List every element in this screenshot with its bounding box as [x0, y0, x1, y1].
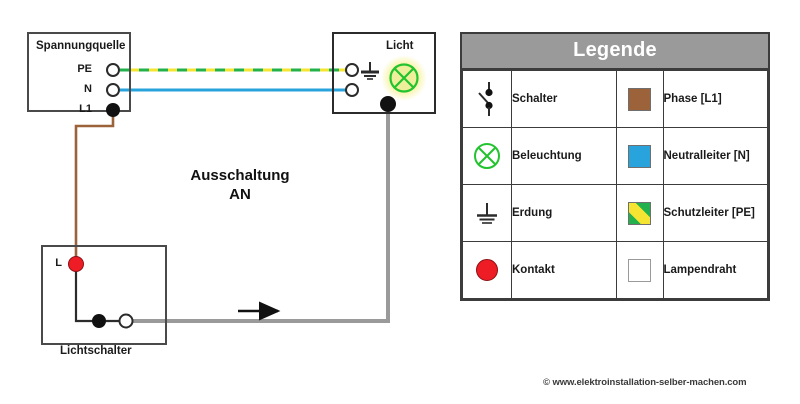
- legend-swatch-label: Phase [L1]: [662, 70, 768, 128]
- terminal-label-n: N: [84, 83, 92, 95]
- source-box-title: Spannungquelle: [36, 40, 126, 52]
- terminal-l1[interactable]: [106, 103, 120, 117]
- footer-credit: © www.elektroinstallation-selber-machen.…: [543, 377, 747, 388]
- switch-contact-in[interactable]: [92, 314, 106, 328]
- legend-symbol-label: Kontakt: [511, 241, 617, 299]
- earth-icon: [361, 62, 379, 80]
- switch-internal-conductor: [74, 264, 126, 323]
- legend-symbol-label: Erdung: [511, 184, 617, 242]
- switch-box: [41, 245, 167, 345]
- switch-icon: [474, 80, 500, 118]
- terminal-label-l1: L1: [79, 103, 92, 115]
- legend-row: Schalter Phase [L1]: [462, 70, 768, 128]
- contact-icon: [474, 257, 500, 283]
- legend-row: Beleuchtung Neutralleiter [N]: [462, 127, 768, 185]
- neutral-swatch-icon: [628, 144, 651, 168]
- legend-table: Schalter Phase [L1]: [462, 70, 768, 299]
- legend-row: Kontakt Lampendraht: [462, 241, 768, 299]
- legend-swatch-label: Lampendraht: [662, 241, 768, 299]
- lamp-icon: [381, 55, 427, 101]
- lamp-wire-swatch-icon: [628, 258, 651, 282]
- legend-swatch-label: Neutralleiter [N]: [662, 127, 768, 185]
- legend-symbol-label: Beleuchtung: [511, 127, 617, 185]
- legend-swatch-cell: [615, 70, 664, 128]
- legend-row: Erdung Schutzleiter [PE]: [462, 184, 768, 242]
- phase-swatch-icon: [628, 87, 651, 111]
- light-box: [332, 32, 436, 114]
- switch-box-title: Lichtschalter: [60, 345, 132, 357]
- terminal-pe[interactable]: [106, 63, 120, 77]
- diagram-title-line1: Ausschaltung: [190, 167, 290, 184]
- switch-contact-label: L: [55, 257, 62, 269]
- source-box: [27, 32, 131, 112]
- wire-lamp: [126, 113, 390, 323]
- light-terminal-n[interactable]: [345, 83, 359, 97]
- diagram-title-line2: AN: [229, 186, 251, 203]
- legend-swatch-cell: [615, 241, 664, 299]
- wire-phase: [74, 110, 115, 264]
- legend-title: Legende: [462, 34, 768, 70]
- legend-symbol-cell: [462, 70, 512, 128]
- legend-swatch-cell: [615, 184, 664, 242]
- legend-symbol-label: Schalter: [511, 70, 617, 128]
- legend-symbol-cell: [462, 184, 512, 242]
- legend-swatch-cell: [615, 127, 664, 185]
- light-box-title: Licht: [386, 40, 414, 52]
- terminal-n[interactable]: [106, 83, 120, 97]
- legend-swatch-label: Schutzleiter [PE]: [662, 184, 768, 242]
- earth-icon: [472, 198, 502, 228]
- light-terminal-pe[interactable]: [345, 63, 359, 77]
- pe-swatch-icon: [628, 201, 651, 225]
- legend-panel: Legende: [460, 32, 770, 301]
- switch-contact-l[interactable]: [68, 256, 84, 272]
- switch-contact-out[interactable]: [118, 313, 134, 329]
- light-lamp-contact[interactable]: [380, 96, 396, 112]
- legend-symbol-cell: [462, 127, 512, 185]
- terminal-label-pe: PE: [77, 63, 92, 75]
- legend-symbol-cell: [462, 241, 512, 299]
- lamp-icon: [472, 141, 502, 171]
